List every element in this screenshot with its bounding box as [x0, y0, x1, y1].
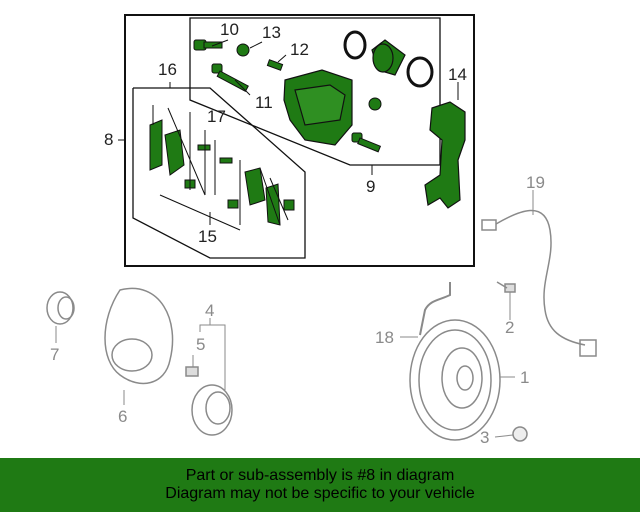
nut-3 — [512, 426, 528, 442]
bleeder-cap-13 — [236, 43, 250, 57]
callout-11: 11 — [255, 93, 273, 112]
callout-15: 15 — [198, 227, 217, 246]
abs-sensor-19 — [481, 209, 597, 357]
bleeder-screw-12 — [266, 59, 284, 71]
hub-4 — [191, 384, 233, 436]
bolt-2 — [496, 281, 516, 293]
brake-hose-18 — [419, 282, 451, 336]
brake-rotor-1 — [409, 319, 501, 441]
parts-diagram: 10 13 12 11 14 16 17 8 9 15 19 2 18 1 3 … — [46, 14, 597, 447]
banner-line-1: Part or sub-assembly is #8 in diagram — [185, 467, 455, 484]
callout-16: 16 — [158, 60, 177, 79]
callout-1: 1 — [520, 368, 529, 387]
guide-pin-11 — [211, 63, 249, 92]
callout-4: 4 — [205, 301, 214, 320]
piston-seal-ring — [343, 30, 367, 60]
pad-clips — [197, 144, 233, 164]
callout-17: 17 — [207, 107, 226, 126]
callout-18: 18 — [375, 328, 394, 347]
callout-5: 5 — [196, 335, 205, 354]
gray-leader-lines — [55, 190, 534, 438]
callout-13: 13 — [262, 23, 281, 42]
callout-3: 3 — [480, 428, 489, 447]
callout-19: 19 — [526, 173, 545, 192]
dust-shield-6 — [104, 287, 174, 385]
leader-lines — [118, 39, 459, 225]
pad-leader-lines — [152, 105, 289, 231]
callout-9: 9 — [366, 177, 375, 196]
brake-pads — [149, 119, 295, 226]
dust-boot-ring — [406, 56, 434, 88]
callout-12: 12 — [290, 40, 309, 59]
callout-2: 2 — [505, 318, 514, 337]
callout-10: 10 — [220, 20, 239, 39]
wheel-bearing-7 — [46, 291, 75, 325]
guide-bolt-lower — [351, 132, 382, 153]
piston — [371, 39, 406, 76]
callout-6: 6 — [118, 407, 127, 426]
wheel-stud-5 — [185, 366, 199, 377]
caliper-body — [283, 69, 353, 146]
caliper-bracket-14 — [424, 101, 466, 209]
banner-line-2: Diagram may not be specific to your vehi… — [165, 485, 475, 502]
caliper-cap — [368, 97, 382, 111]
info-banner: Part or sub-assembly is #8 in diagram Di… — [0, 458, 640, 512]
guide-bolt-10 — [193, 39, 223, 51]
pad-group-frame — [132, 87, 306, 259]
callout-7: 7 — [50, 345, 59, 364]
callout-14: 14 — [448, 65, 467, 84]
callout-8: 8 — [104, 130, 113, 149]
